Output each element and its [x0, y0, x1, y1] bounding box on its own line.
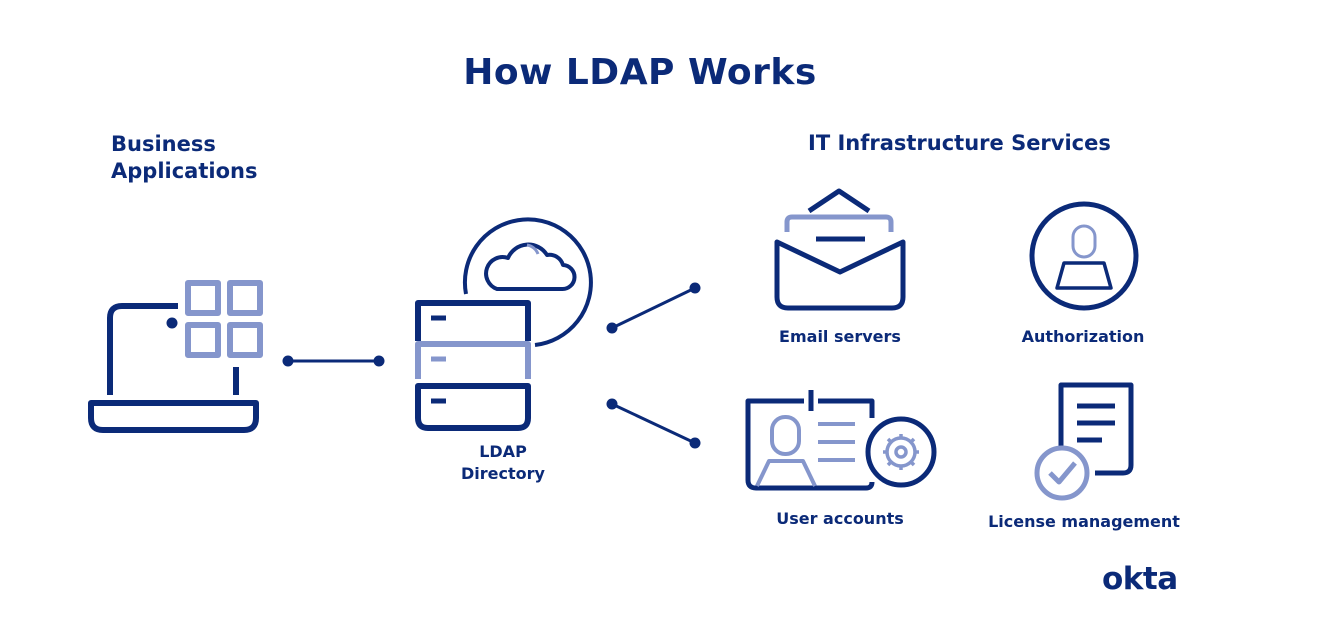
authorization-label: Authorization — [1021, 327, 1145, 346]
connector-ldap-to-user-accounts — [606, 398, 701, 449]
id-card-with-gear-icon — [745, 390, 937, 491]
connector-app-to-ldap — [282, 355, 385, 367]
section-heading-business-applications: Business Applications — [111, 132, 258, 183]
email-servers-label: Email servers — [779, 327, 901, 346]
connector-ldap-to-email — [606, 282, 701, 334]
section-heading-it-infrastructure: IT Infrastructure Services — [808, 131, 1111, 155]
server-stack-with-cloud-icon — [415, 217, 593, 431]
user-in-circle-icon — [1029, 201, 1139, 311]
document-with-checkmark-icon — [1034, 382, 1134, 501]
laptop-with-app-grid-icon — [88, 280, 263, 433]
ldap-directory-label: LDAP Directory — [461, 442, 545, 483]
open-envelope-icon — [774, 188, 906, 311]
page-title: How LDAP Works — [463, 52, 817, 93]
user-accounts-label: User accounts — [776, 509, 904, 528]
license-management-label: License management — [988, 512, 1180, 531]
okta-logo: okta — [1102, 561, 1178, 597]
